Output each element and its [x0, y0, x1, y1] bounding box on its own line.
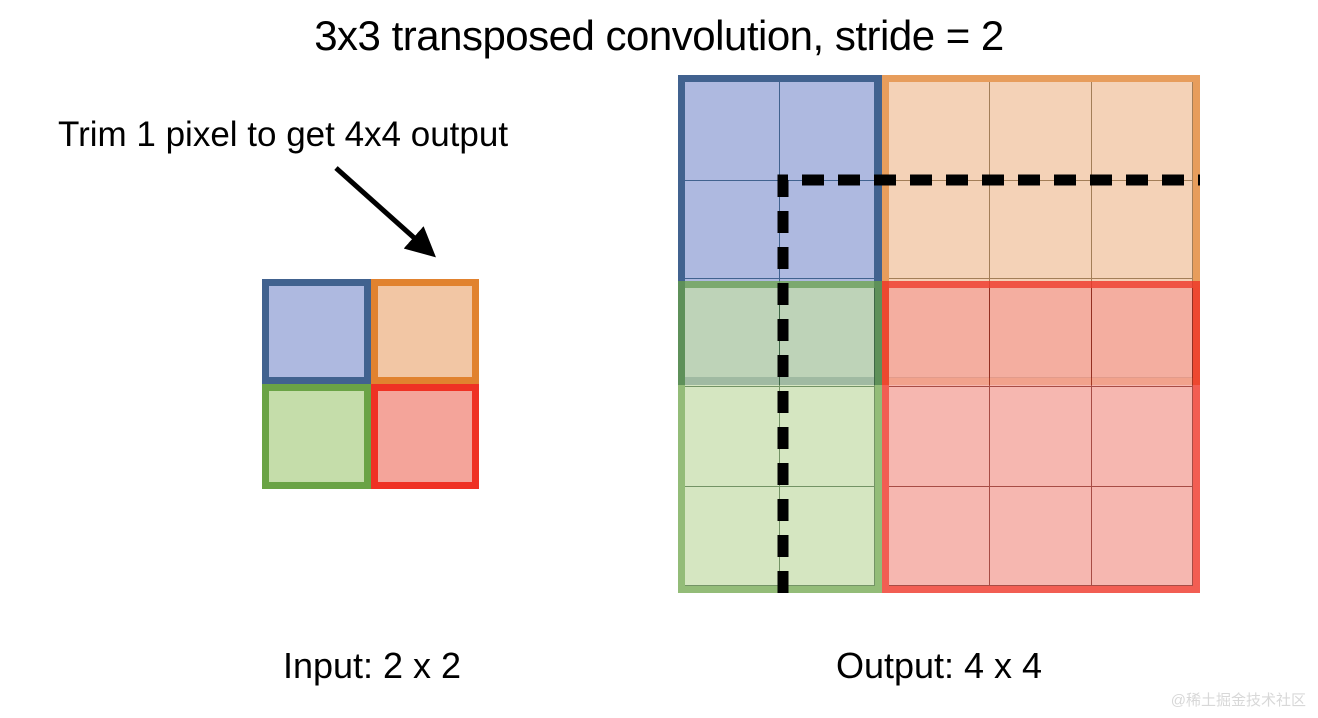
output-cell [1091, 486, 1193, 586]
output-cell [990, 180, 1092, 280]
output-cell [685, 486, 780, 586]
watermark-text: @稀土掘金技术社区 [1170, 692, 1306, 709]
input-cell-1-0 [262, 384, 371, 489]
output-cell [780, 82, 875, 181]
input-caption: Input: 2 x 2 [282, 645, 462, 686]
input-cell-0-1 [370, 279, 479, 384]
output-cell [889, 288, 991, 388]
output-cell [990, 387, 1092, 487]
output-block-green [678, 281, 882, 593]
output-cell [1091, 180, 1193, 280]
trim-annotation-label: Trim 1 pixel to get 4x4 output [58, 115, 509, 154]
input-cell-0-0 [262, 279, 371, 384]
input-cell-1-1 [370, 384, 479, 489]
annotation-arrow-icon [334, 166, 436, 258]
output-cell [1091, 387, 1193, 487]
input-feature-map [262, 279, 479, 489]
output-cell [780, 288, 875, 388]
output-feature-map [678, 75, 1200, 593]
output-cell [889, 387, 991, 487]
output-cell [990, 486, 1092, 586]
output-cell [685, 288, 780, 388]
output-cell [990, 288, 1092, 388]
output-cell [889, 180, 991, 280]
output-cell [685, 387, 780, 487]
output-cell [1091, 288, 1193, 388]
output-cell [685, 82, 780, 181]
output-cell [780, 486, 875, 586]
output-caption: Output: 4 x 4 [835, 645, 1043, 686]
output-cell [1091, 82, 1193, 181]
output-block-red-cells [889, 288, 1193, 586]
output-cell [889, 82, 991, 181]
page-title: 3x3 transposed convolution, stride = 2 [314, 12, 1004, 59]
output-block-red [882, 281, 1200, 593]
output-block-green-cells [685, 288, 875, 586]
output-cell [990, 82, 1092, 181]
output-cell [780, 180, 875, 280]
output-cell [889, 486, 991, 586]
output-cell [780, 387, 875, 487]
output-cell [685, 180, 780, 280]
